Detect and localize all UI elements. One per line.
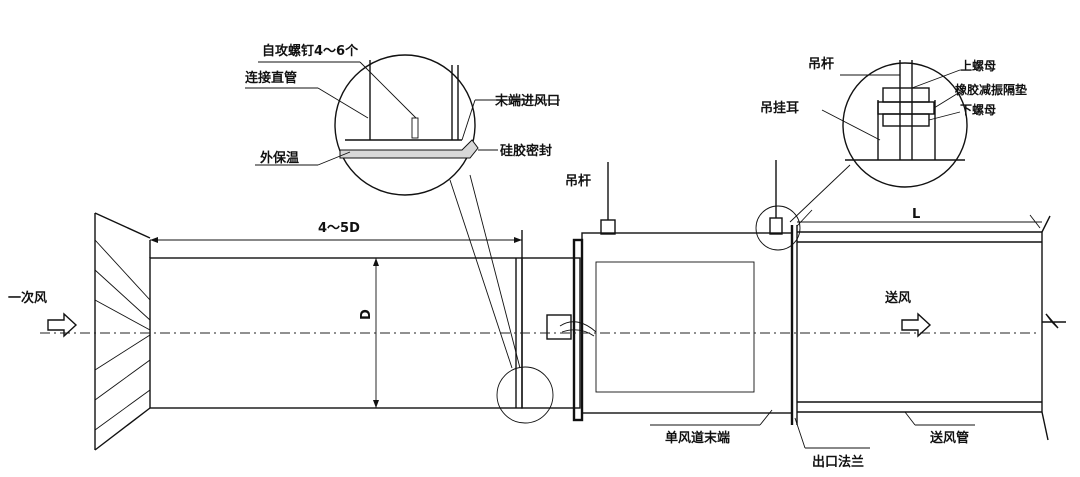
- label-outlet-flange: 出口法兰: [812, 454, 864, 470]
- supply-air-arrow: [901, 312, 932, 338]
- label-connect-pipe: 连接直管: [245, 70, 297, 86]
- label-supply-air: 送风: [884, 290, 911, 306]
- leader-lines: [245, 61, 975, 449]
- hanger-lug-left: [600, 219, 616, 235]
- supply-duct: [796, 209, 1066, 441]
- label-screw: 自攻螺钉4～6个: [262, 43, 359, 59]
- dim-arrow-right: [514, 237, 522, 243]
- label-length-l: L: [912, 207, 920, 222]
- label-diameter: D: [359, 309, 374, 320]
- label-insulation: 外保温: [259, 150, 299, 166]
- dia-arrow-top: [373, 258, 379, 266]
- label-terminal-inlet: 末端进风口: [494, 93, 560, 109]
- detail-marker-hanger: [755, 205, 801, 251]
- label-rod-right: 吊杆: [808, 56, 834, 72]
- damper-actuator: [546, 314, 572, 340]
- dia-arrow-bottom: [373, 400, 379, 408]
- label-rod-left: 吊杆: [565, 173, 591, 189]
- upper-nut-shape: [882, 87, 930, 103]
- lower-nut-shape: [882, 113, 930, 127]
- inlet-detail-callout: [334, 54, 521, 369]
- label-upper-nut: 上螺母: [960, 58, 996, 73]
- hanger-detail-callout: [789, 60, 968, 223]
- label-lower-nut: 下螺母: [960, 102, 996, 117]
- screw-shape: [411, 117, 419, 139]
- inlet-collar: [521, 238, 597, 422]
- primary-air-arrow: [47, 312, 78, 338]
- terminal-unit-box: [581, 160, 793, 414]
- label-length: 4～5D: [318, 221, 360, 236]
- dim-arrow-left: [150, 237, 158, 243]
- rubber-pad-shape: [877, 101, 935, 115]
- label-rubber-pad: 橡胶减振隔垫: [955, 82, 1027, 97]
- hanger-lug-right: [769, 217, 783, 235]
- label-terminal-unit: 单风道末端: [665, 430, 730, 446]
- label-silicone-seal: 硅胶密封: [500, 143, 552, 159]
- label-hanger-lug: 吊挂耳: [760, 100, 799, 116]
- label-primary-air: 一次风: [8, 290, 47, 306]
- inlet-transition: [94, 212, 151, 451]
- label-supply-duct: 送风管: [929, 430, 969, 446]
- detail-marker-inlet: [496, 366, 554, 424]
- outlet-flange: [790, 225, 798, 425]
- straight-pipe: [149, 230, 523, 409]
